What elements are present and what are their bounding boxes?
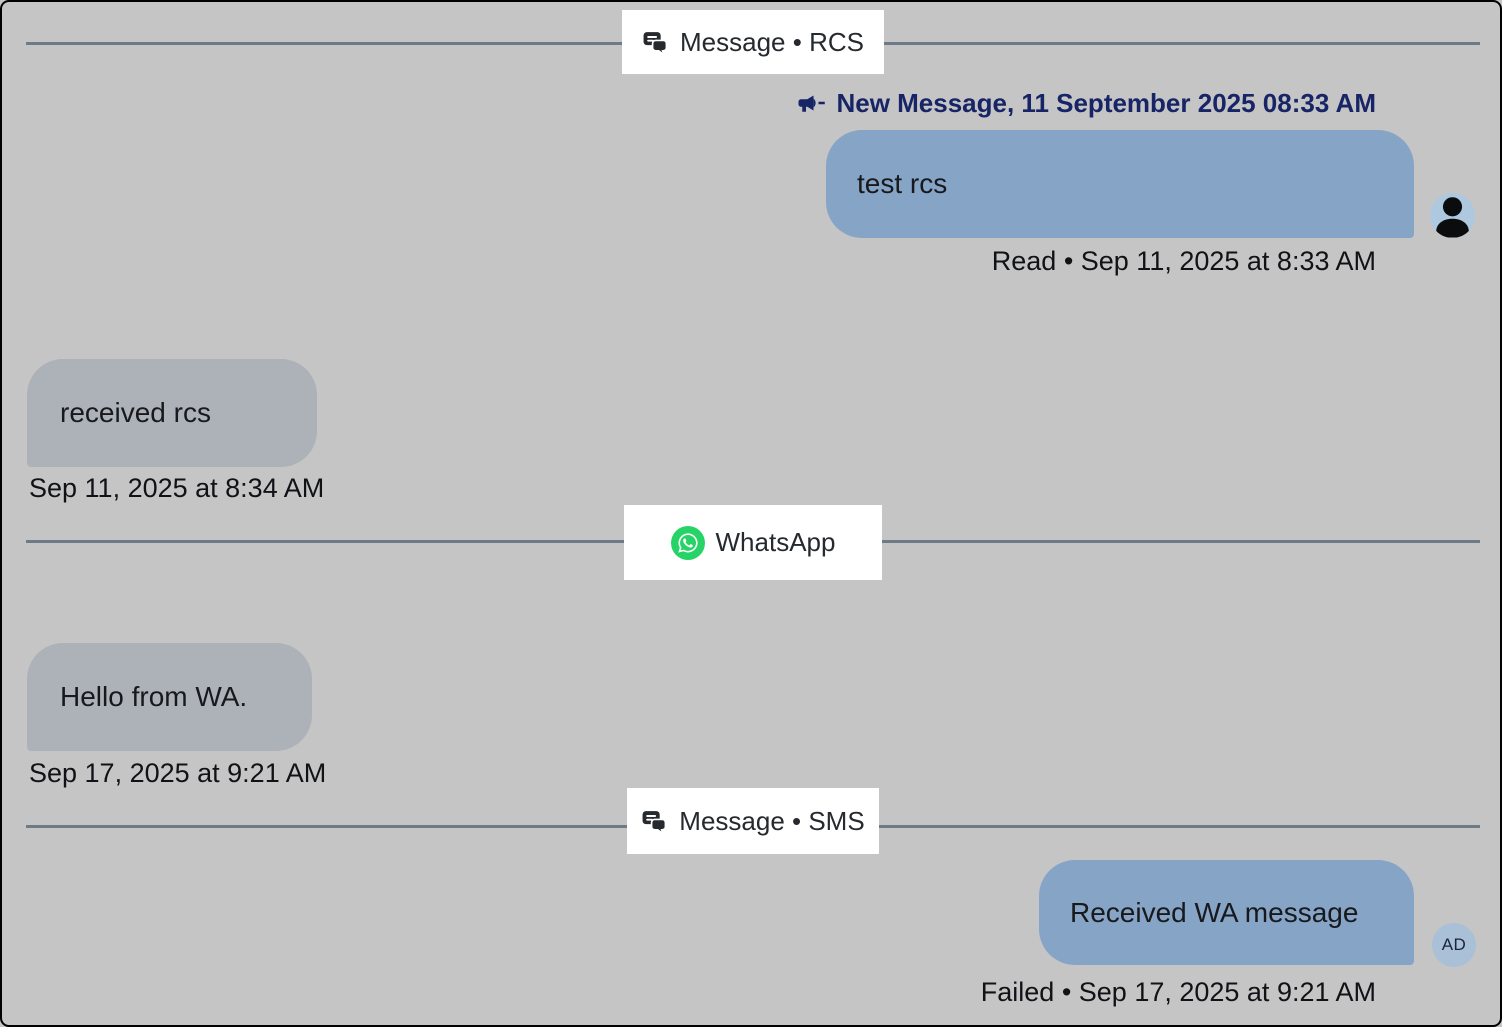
- channel-divider-rcs: Message • RCS: [622, 10, 884, 74]
- message-text: Hello from WA.: [60, 681, 248, 712]
- message-bubble-incoming: received rcs: [27, 359, 317, 467]
- message-status: Failed • Sep 17, 2025 at 9:21 AM: [980, 977, 1376, 1007]
- message-bubble-outgoing: test rcs: [826, 130, 1414, 238]
- avatar-initials-text: AD: [1441, 935, 1467, 954]
- channel-divider-label: Message • SMS: [679, 805, 865, 836]
- message-bubble-outgoing: Received WA message: [1039, 860, 1414, 965]
- message-timestamp: Sep 17, 2025 at 9:21 AM: [29, 758, 327, 788]
- person-icon: [1436, 197, 1469, 238]
- message-text: Received WA message: [1070, 896, 1359, 928]
- whatsapp-icon: [670, 525, 705, 560]
- megaphone-icon: [796, 88, 826, 118]
- message-status: Read • Sep 11, 2025 at 8:33 AM: [991, 246, 1376, 276]
- avatar-initials: AD: [1432, 923, 1476, 967]
- session-header: New Message, 11 September 2025 08:33 AM: [796, 87, 1376, 119]
- message-text: test rcs: [857, 168, 948, 199]
- chat-bubbles-icon: [641, 808, 668, 835]
- session-header-label: New Message, 11 September 2025 08:33 AM: [836, 87, 1376, 118]
- message-bubble-incoming: Hello from WA.: [27, 643, 312, 751]
- channel-divider-whatsapp: WhatsApp: [624, 505, 882, 580]
- message-timestamp: Sep 11, 2025 at 8:34 AM: [29, 473, 325, 503]
- message-text: received rcs: [60, 397, 211, 428]
- channel-divider-sms: Message • SMS: [627, 788, 879, 854]
- channel-divider-label: WhatsApp: [715, 527, 836, 557]
- channel-divider-label: Message • RCS: [680, 26, 864, 57]
- avatar: [1430, 193, 1475, 238]
- chat-bubbles-icon: [642, 29, 669, 56]
